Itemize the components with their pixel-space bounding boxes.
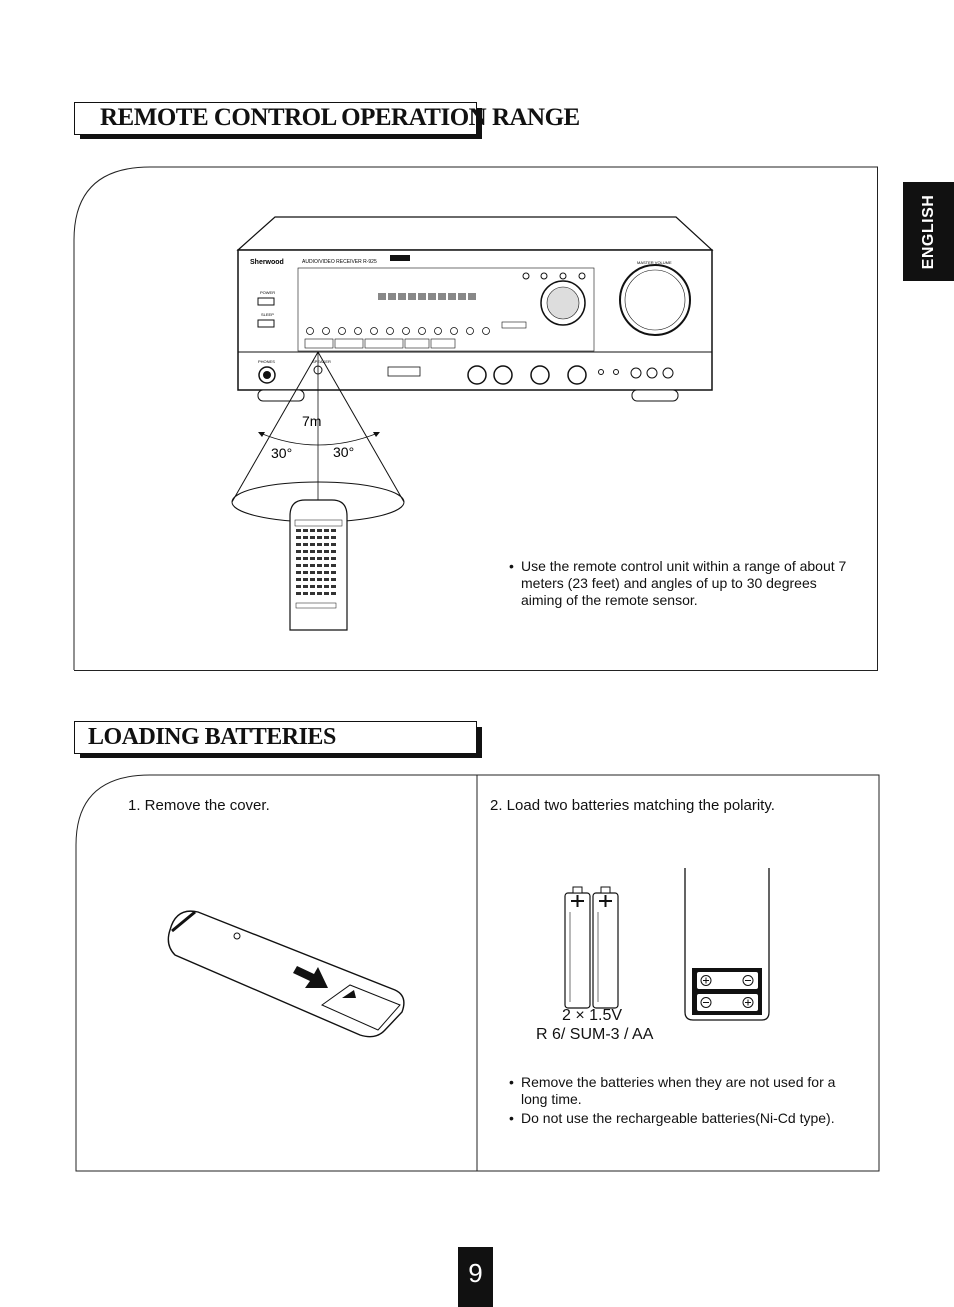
language-tab: ENGLISH [903,182,954,281]
battery-compartment-illustration [684,868,770,1021]
range-label: 7m [302,413,321,429]
note-item: Do not use the rechargeable batteries(Ni… [509,1110,854,1127]
power-label: POWER [260,290,275,295]
speaker-label: SPEAKER [312,359,331,364]
angle-right-label: 30° [333,444,354,460]
step1-caption: 1. Remove the cover. [128,797,270,814]
step2-caption: 2. Load two batteries matching the polar… [490,797,775,814]
receiver-model: AUDIO/VIDEO RECEIVER R-925 [302,259,377,265]
sleep-label: SLEEP [261,312,274,317]
section1-heading: REMOTE CONTROL OPERATION RANGE [100,104,580,131]
master-volume-label: MASTER VOLUME [637,260,672,265]
receiver-brand: Sherwood [250,259,284,266]
remote-cover-illustration [167,910,405,1038]
section1-notes: Use the remote control unit within a ran… [509,558,859,609]
aa-batteries-illustration [564,886,619,1009]
section2-notes: Remove the batteries when they are not u… [509,1074,854,1127]
battery-spec-voltage: 2 × 1.5V [562,1007,623,1024]
battery-spec-type: R 6/ SUM-3 / AA [536,1026,654,1043]
angle-left-label: 30° [271,445,292,461]
note-item: Remove the batteries when they are not u… [509,1074,854,1108]
section2-heading: LOADING BATTERIES [88,724,336,750]
receiver-illustration: Sherwood AUDIO/VIDEO RECEIVER R-925 MAST… [236,216,714,402]
page-number: 9 [458,1247,493,1307]
heading-box [74,102,477,135]
remote-control-illustration [289,499,348,631]
section1-panel [74,167,878,671]
phones-label: PHONES [258,359,275,364]
heading-box [74,721,477,754]
note-item: Use the remote control unit within a ran… [509,558,859,609]
